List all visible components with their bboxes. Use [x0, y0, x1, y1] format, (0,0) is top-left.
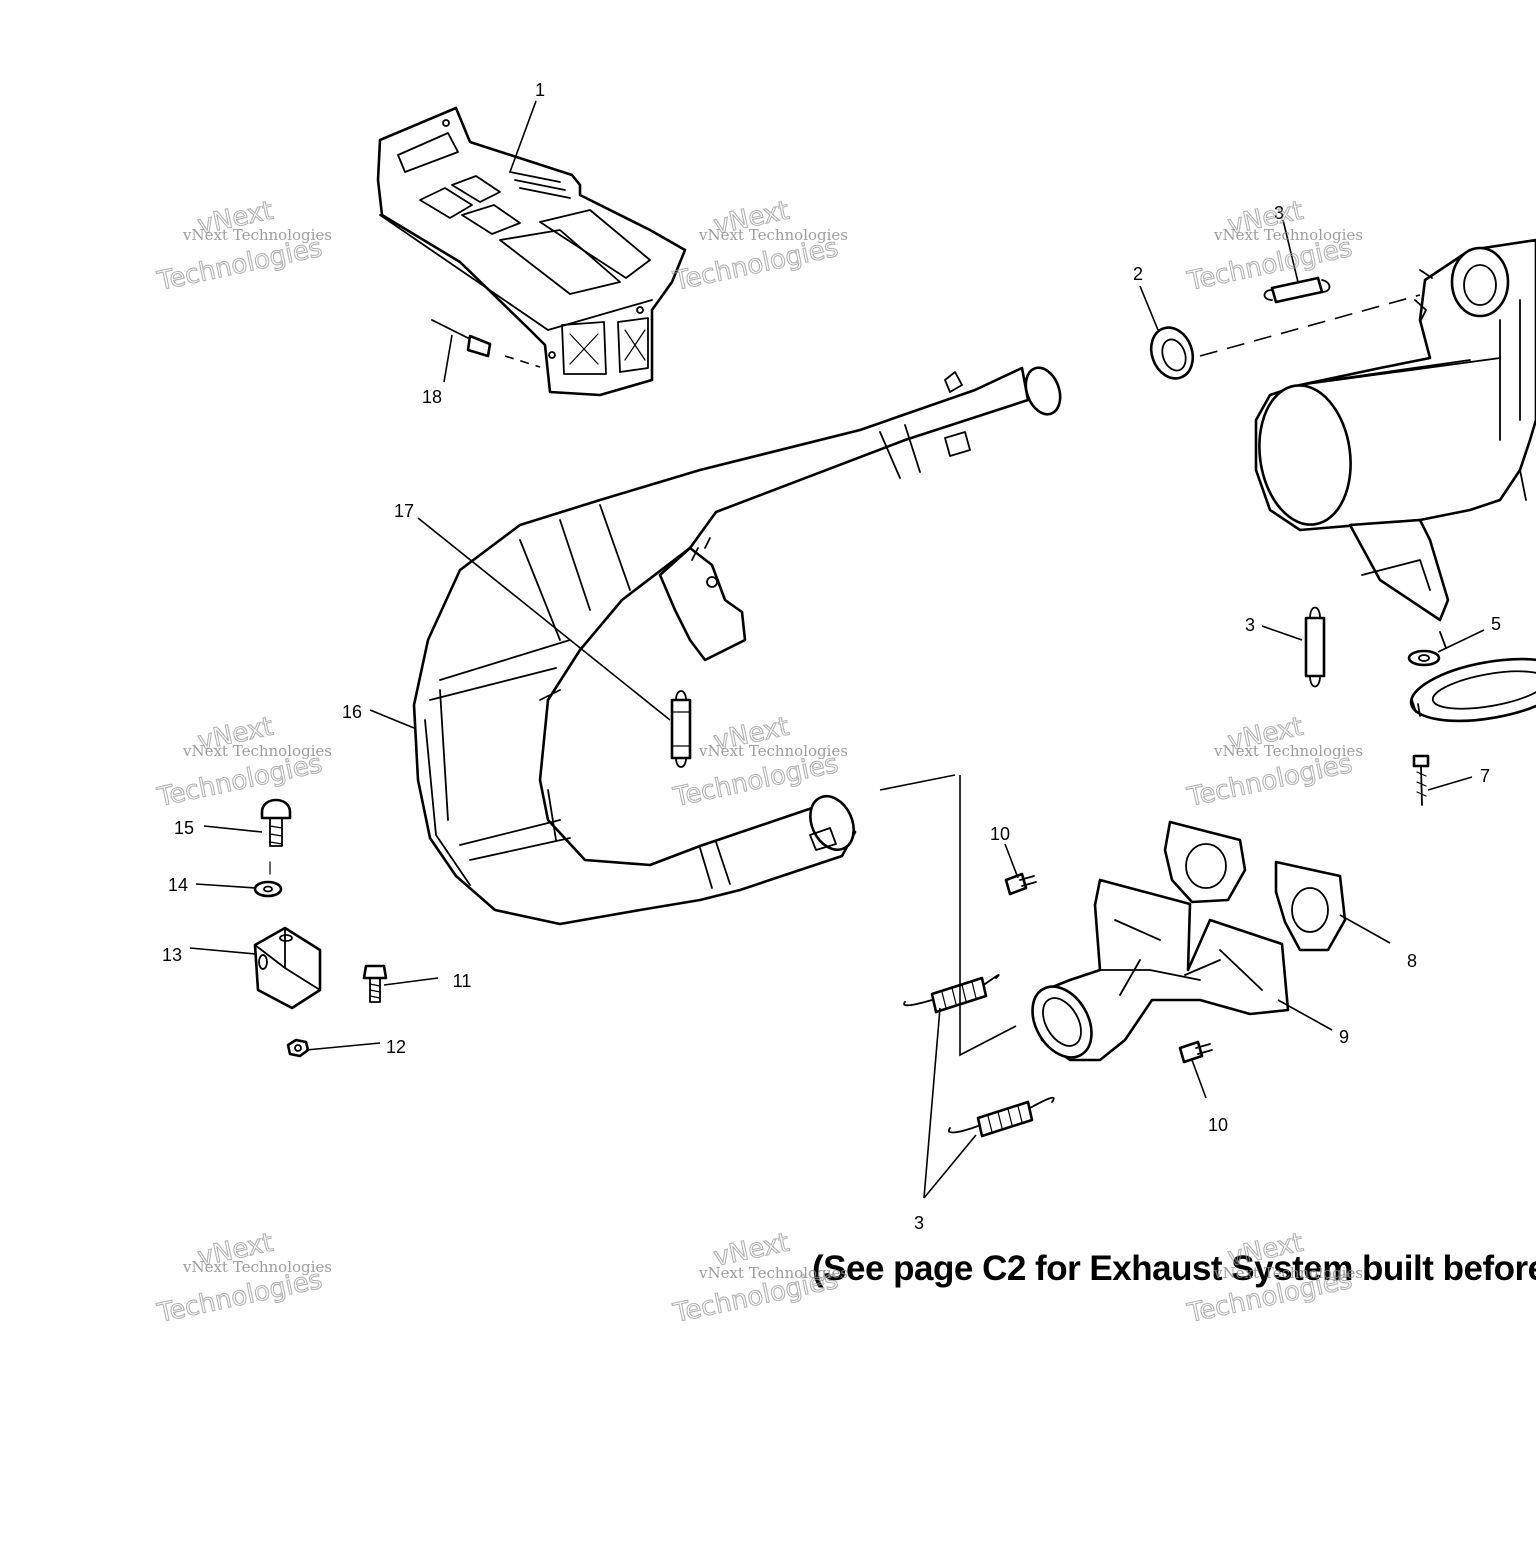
- callout-18: 18: [422, 387, 442, 407]
- watermark-text: vNext Technologies: [698, 742, 848, 760]
- callout-14: 14: [168, 875, 188, 895]
- callout-11: 11: [453, 971, 472, 991]
- assembly-bracket-lines: [879, 774, 1017, 1057]
- callout-3-mid: 3: [1245, 615, 1255, 635]
- part-muffler: [1254, 238, 1536, 622]
- part-7-screw: [1412, 754, 1430, 806]
- callout-16: 16: [342, 702, 362, 722]
- part-3-springs-bottom: [903, 973, 1055, 1138]
- watermark: vNext vNext Technologies Technologies: [670, 195, 848, 297]
- watermark: vNext vNext Technologies Technologies: [1184, 195, 1363, 297]
- part-1-bracket: [376, 106, 687, 397]
- part-12-nut: [286, 1038, 310, 1058]
- watermark-text: vNext Technologies: [1213, 1264, 1363, 1282]
- callout-7: 7: [1480, 766, 1490, 786]
- part-11-bolt: [362, 964, 388, 1003]
- watermark: vNext vNext Technologies Technologies: [670, 1227, 848, 1329]
- watermark: vNext vNext Technologies Technologies: [154, 1227, 332, 1329]
- part-10-stud-bottom: [1178, 1040, 1213, 1064]
- part-14-washer: [253, 861, 283, 898]
- part-5-washer: [1407, 631, 1447, 667]
- callout-8: 8: [1407, 951, 1417, 971]
- part-15-bolt: [260, 798, 292, 847]
- callout-9: 9: [1339, 1027, 1349, 1047]
- callout-17: 17: [394, 501, 414, 521]
- watermark-text: vNext Technologies: [182, 742, 332, 760]
- callout-12: 12: [386, 1037, 406, 1057]
- part-16-exhaust-pipe: [412, 366, 1062, 926]
- leader-lines: [189, 100, 1485, 1199]
- part-18-rivet: [431, 319, 541, 368]
- part-3-spring-mid: [1304, 606, 1326, 688]
- callout-13: 13: [162, 945, 182, 965]
- watermark: vNext vNext Technologies Technologies: [154, 195, 332, 297]
- part-13-bracket: [253, 926, 322, 1010]
- watermark-text: vNext Technologies: [698, 1264, 848, 1282]
- callout-15: 15: [174, 818, 194, 838]
- part-grommet: [1409, 657, 1536, 723]
- callout-3-bottom: 3: [914, 1213, 924, 1233]
- part-9-manifold: [1031, 878, 1290, 1062]
- callout-2: 2: [1133, 264, 1143, 284]
- watermark-text: vNext Technologies: [1213, 226, 1363, 244]
- part-17-spring: [670, 690, 692, 768]
- watermark-text: vNext Technologies: [182, 226, 332, 244]
- watermark-text: vNext Technologies: [182, 1258, 332, 1276]
- watermark-text: vNext Technologies: [1213, 742, 1363, 760]
- part-10-stud-top: [1004, 872, 1037, 896]
- callout-5: 5: [1491, 614, 1501, 634]
- callout-labels: 1 2 3 3 3 5 7 8 9 10 10 11 12 13 14 15 1…: [162, 80, 1501, 1233]
- watermark-text: vNext Technologies: [698, 226, 848, 244]
- watermark: vNext vNext Technologies Technologies: [1184, 711, 1363, 813]
- callout-1: 1: [535, 80, 545, 100]
- callout-10-top: 10: [990, 824, 1010, 844]
- callout-3-top: 3: [1274, 203, 1284, 223]
- part-2-ring: [1149, 294, 1421, 380]
- reference-note: (See page C2 for Exhaust System built be…: [812, 1249, 1536, 1288]
- part-3-spring-top: [1263, 276, 1331, 304]
- watermark: vNext vNext Technologies Technologies: [154, 711, 332, 813]
- part-8-gaskets: [1163, 820, 1347, 952]
- callout-10-bottom: 10: [1208, 1115, 1228, 1135]
